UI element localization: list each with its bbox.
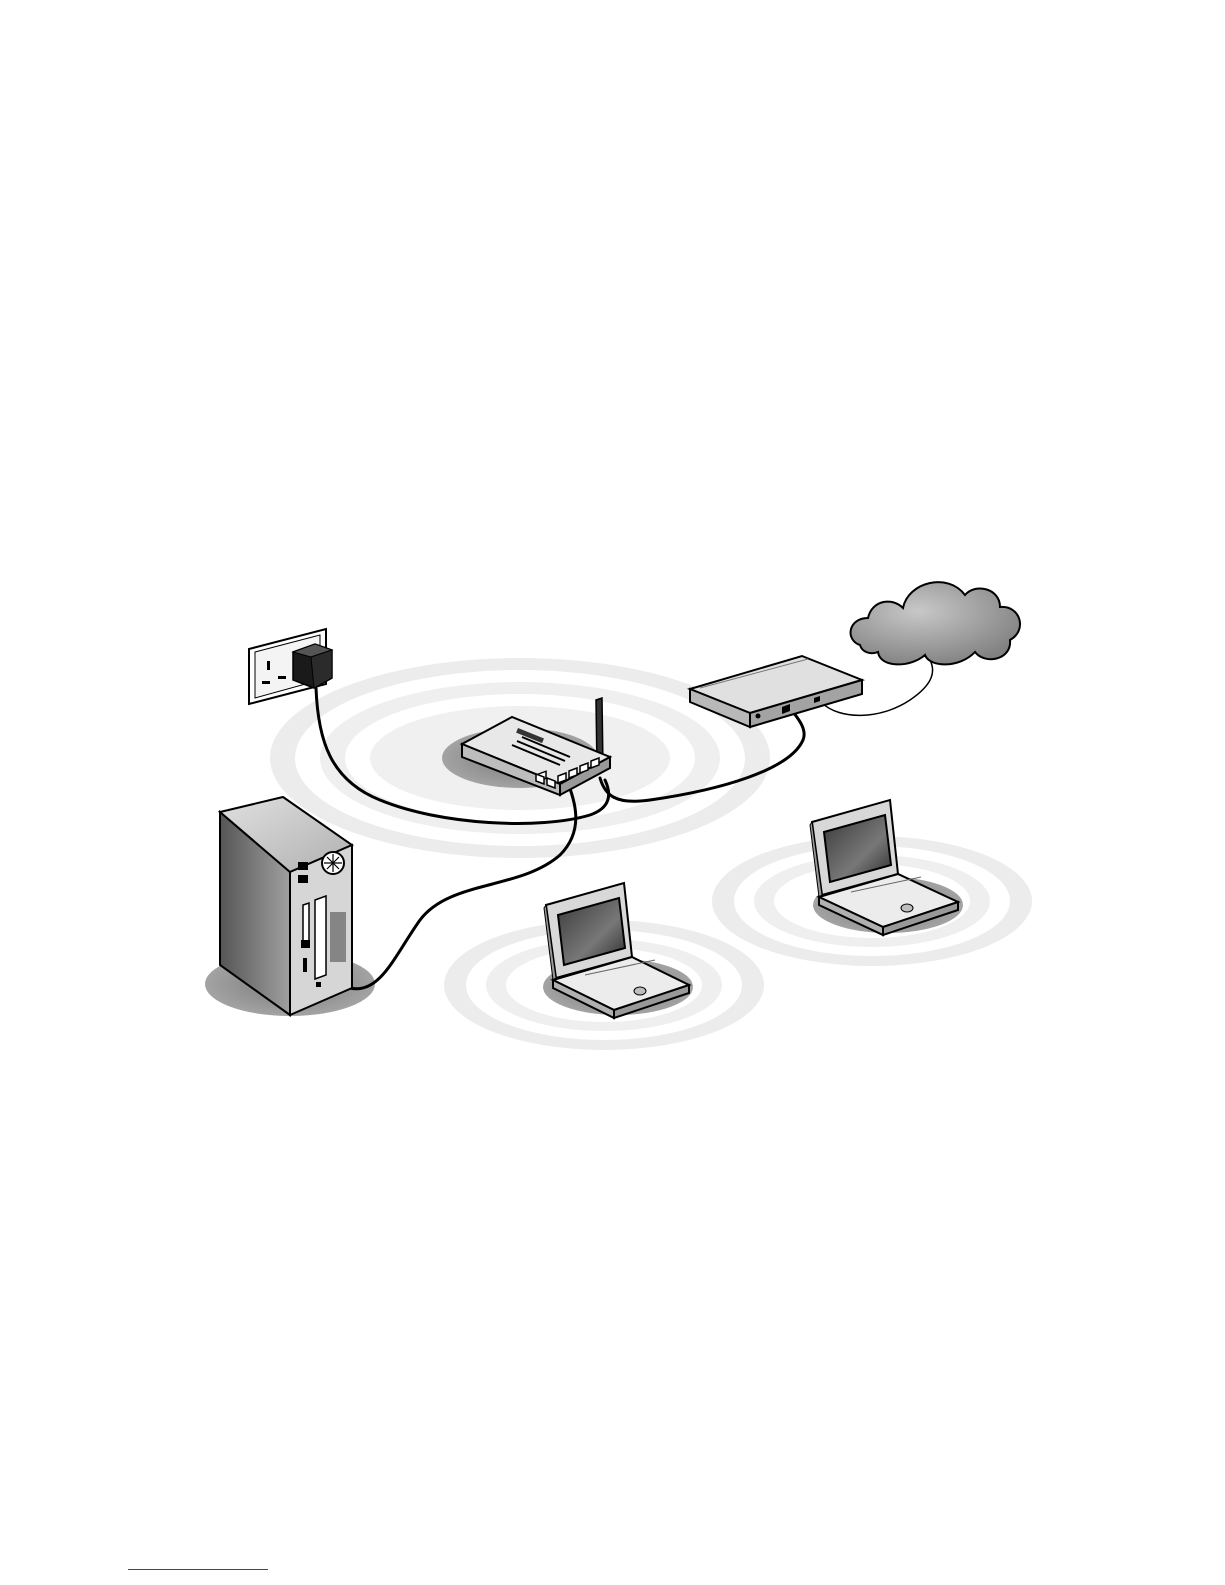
- footer-rule: [128, 1569, 268, 1570]
- cloud-icon: [851, 582, 1020, 664]
- desktop-ethernet-port: [301, 940, 310, 948]
- power-adapter-icon: [293, 644, 332, 688]
